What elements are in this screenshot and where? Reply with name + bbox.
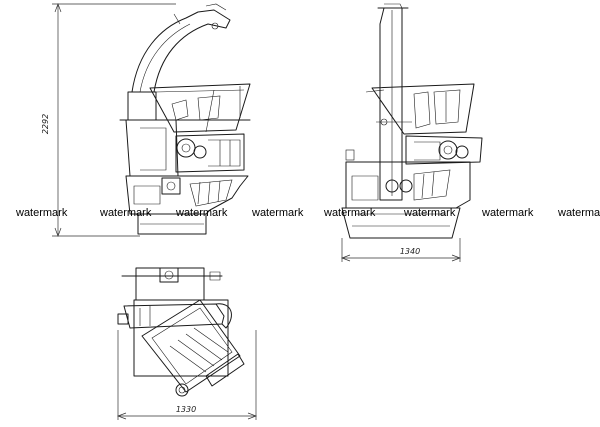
- top-hitch: [159, 267, 179, 283]
- width-dimension-label: 1340: [400, 247, 420, 256]
- front-view: 1340: [341, 3, 483, 262]
- flywheel-housing: [125, 119, 179, 177]
- height-dimension-label: 2292: [41, 114, 50, 134]
- side-view: 2292: [41, 3, 251, 237]
- shaft-bearing: [161, 177, 181, 195]
- watermark-text: watermark: [403, 207, 456, 219]
- top-frame: [133, 299, 229, 377]
- watermark-text: watermark: [99, 207, 152, 219]
- front-pulley: [438, 140, 458, 160]
- drive-pulley: [176, 138, 196, 158]
- top-width-dimension-label: 1330: [176, 405, 196, 414]
- watermark-text: watermark: [481, 207, 534, 219]
- discharge-chute: [131, 9, 231, 93]
- top-hopper: [141, 299, 241, 393]
- base-skid: [137, 213, 207, 235]
- front-body: [345, 161, 471, 209]
- front-hopper: [371, 83, 475, 135]
- watermark-text: watermark: [323, 207, 376, 219]
- top-view: 1330: [117, 267, 257, 420]
- watermark-text: watermark: [557, 207, 600, 219]
- watermark-text: watermark: [175, 207, 228, 219]
- watermark-row: watermark watermark watermark watermark …: [15, 207, 600, 219]
- watermark-text: watermark: [251, 207, 304, 219]
- feed-hopper: [149, 83, 251, 133]
- front-base: [341, 207, 461, 239]
- chute-base: [127, 91, 157, 121]
- watermark-text: watermark: [15, 207, 68, 219]
- top-chute: [123, 303, 225, 329]
